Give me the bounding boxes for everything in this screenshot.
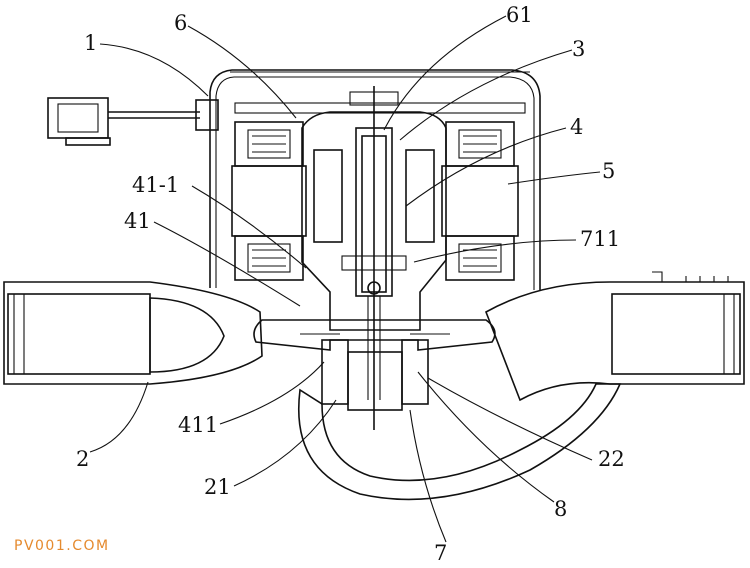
- label-41: 41: [124, 209, 151, 233]
- label-3: 3: [572, 37, 585, 61]
- callout-labels: 1 6 61 3 4 5 41-1 41 711 2 411 22 21 8 7: [76, 3, 625, 565]
- label-4: 4: [570, 115, 583, 139]
- stator-right: [441, 121, 519, 281]
- label-1: 1: [84, 31, 97, 55]
- label-5: 5: [602, 159, 615, 183]
- label-61: 61: [506, 3, 533, 27]
- label-22: 22: [598, 447, 625, 471]
- label-6: 6: [174, 11, 187, 35]
- label-7: 7: [434, 541, 447, 565]
- stator-left: [231, 121, 307, 281]
- label-41-1: 41-1: [132, 173, 179, 197]
- connector-plug: [47, 97, 219, 146]
- shaft: [367, 86, 381, 430]
- label-2: 2: [76, 447, 89, 471]
- label-8: 8: [554, 497, 567, 521]
- label-411: 411: [178, 413, 218, 437]
- pump-body: [3, 271, 745, 501]
- motor-cover: [209, 69, 541, 290]
- watermark-text: PV001.COM: [14, 538, 110, 554]
- label-21: 21: [204, 475, 231, 499]
- label-711: 711: [580, 227, 620, 251]
- leader-lines: [89, 15, 601, 543]
